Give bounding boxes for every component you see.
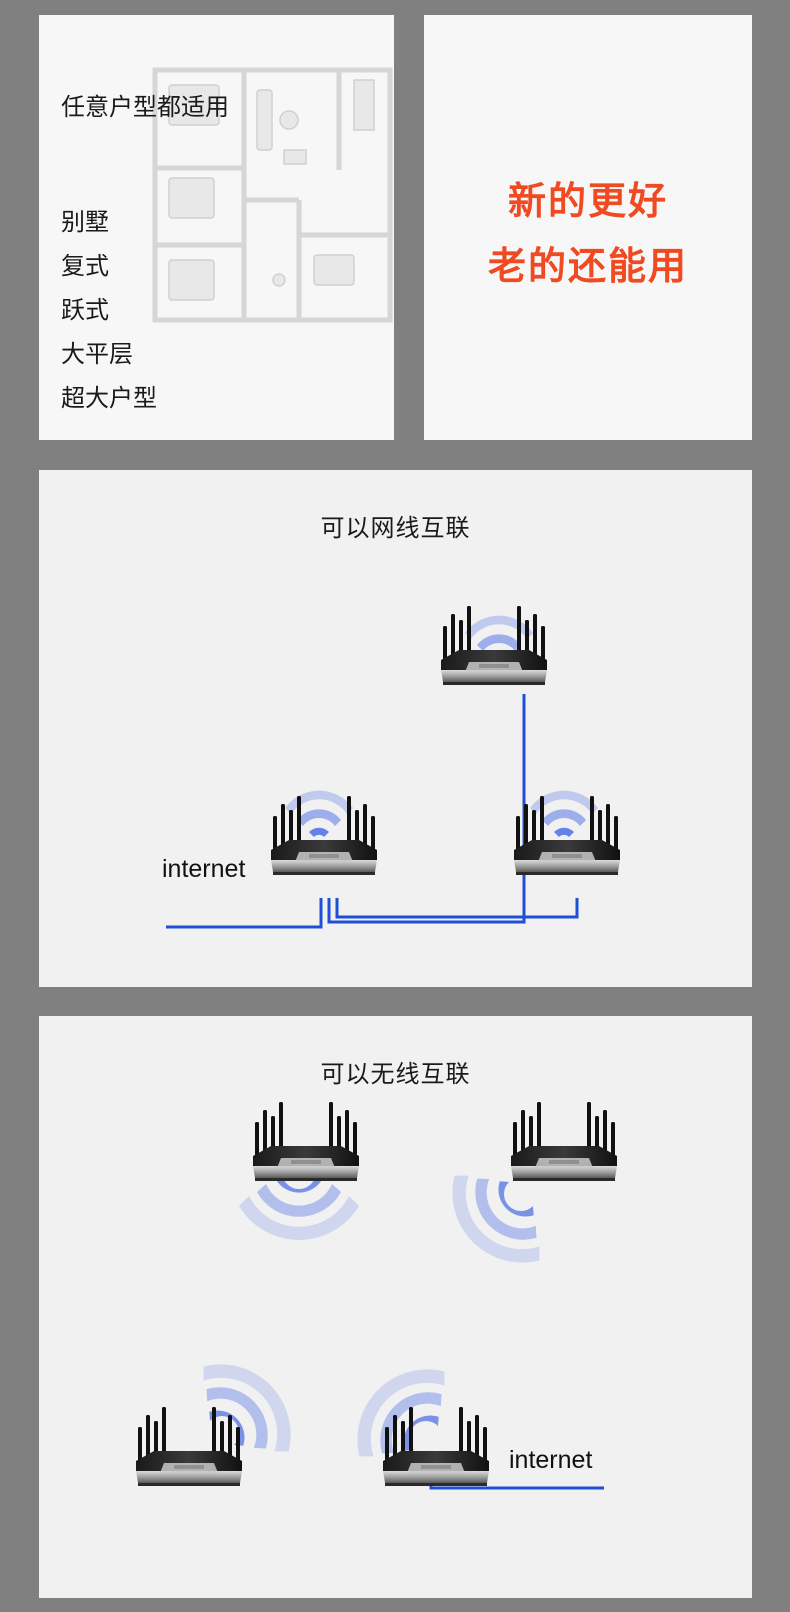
wireless-mesh-title: 可以无线互联 [320, 1060, 471, 1088]
floorplan-title: 任意户型都适用 [61, 93, 229, 121]
internet-label: internet [162, 855, 246, 883]
wifi-signal-icon [285, 790, 353, 837]
internet-label: internet [509, 1446, 593, 1474]
slogan-line-2: 老的还能用 [487, 244, 688, 288]
wifi-signal-icon [239, 1172, 359, 1240]
wifi-signal-icon [530, 790, 598, 837]
wifi-signal-icon [203, 1364, 291, 1452]
house-type-item: 复式 [61, 252, 109, 280]
floorplan-illustration [152, 67, 393, 323]
house-type-item: 超大户型 [61, 384, 157, 412]
house-type-item: 别墅 [61, 208, 109, 236]
house-type-item: 跃式 [61, 296, 109, 324]
ethernet-cable [166, 694, 579, 929]
router-icon [136, 1407, 242, 1486]
wired-mesh-title: 可以网线互联 [320, 514, 471, 542]
wifi-signal-icon [452, 1175, 540, 1263]
house-type-list: 别墅 复式 跃式 大平层 超大户型 [61, 200, 157, 420]
slogan-line-1: 新的更好 [507, 179, 668, 223]
slogan-panel: 新的更好 老的还能用 [424, 15, 752, 440]
house-type-item: 大平层 [61, 340, 133, 368]
router-icon [253, 1102, 359, 1181]
floorplan-panel: 任意户型都适用 别墅 复式 跃式 大平层 超大户型 [39, 15, 394, 440]
wired-mesh-diagram [166, 606, 620, 929]
router-icon [511, 1102, 617, 1181]
wireless-mesh-panel: 可以无线互联 [39, 1016, 752, 1598]
wireless-mesh-diagram [136, 1102, 617, 1490]
wired-mesh-panel: 可以网线互联 [39, 470, 752, 987]
